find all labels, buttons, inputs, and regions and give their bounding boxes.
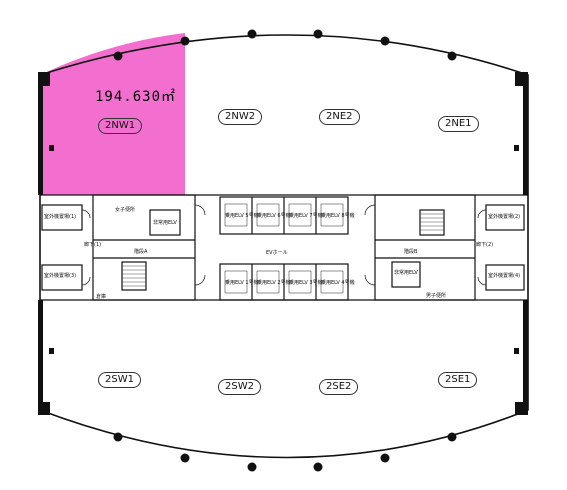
zone-2sw2-label[interactable]: 2SW2 bbox=[218, 379, 261, 395]
elevator-2-label: 乗用ELV 2号機 bbox=[257, 280, 291, 286]
zone-2ne1-label[interactable]: 2NE1 bbox=[438, 116, 479, 132]
stair-a-label: 階段A bbox=[134, 249, 148, 255]
mens-wc-label: 男子便所 bbox=[426, 293, 447, 299]
area-size-label: 194.630㎡ bbox=[95, 89, 177, 105]
ev-hall-label: EVホール bbox=[266, 250, 288, 256]
elevator-8-label: 乗用ELV 8号機 bbox=[321, 213, 355, 219]
outdoor-unit-4-label: 室外機置場(4) bbox=[488, 273, 521, 279]
stair-b-label: 階段B bbox=[404, 249, 418, 255]
storage-label: 倉庫 bbox=[96, 294, 107, 300]
elevator-7-label: 乗用ELV 7号機 bbox=[289, 213, 323, 219]
emergency-ev-2-label: 非常用ELV bbox=[394, 270, 418, 276]
highlighted-area-2nw1[interactable] bbox=[40, 33, 185, 195]
corridor-2-label: 廊下(2) bbox=[476, 242, 494, 248]
elevator-6-label: 乗用ELV 6号機 bbox=[257, 213, 291, 219]
zone-2se2-label[interactable]: 2SE2 bbox=[319, 379, 359, 395]
corridor-1-label: 廊下(1) bbox=[84, 242, 102, 248]
elevator-5-label: 乗用ELV 5号機 bbox=[225, 213, 259, 219]
zone-2nw1-label[interactable]: 2NW1 bbox=[98, 118, 143, 134]
column-dots bbox=[113, 29, 457, 472]
zone-2sw1-label[interactable]: 2SW1 bbox=[98, 372, 141, 388]
outdoor-unit-1-label: 室外機置場(1) bbox=[44, 214, 77, 220]
womens-wc-label: 女子便所 bbox=[115, 207, 136, 213]
zone-2ne2-label[interactable]: 2NE2 bbox=[319, 109, 360, 125]
outdoor-unit-2-label: 室外機置場(2) bbox=[488, 214, 521, 220]
outdoor-unit-3-label: 室外機置場(3) bbox=[44, 273, 77, 279]
zone-2nw2-label[interactable]: 2NW2 bbox=[218, 109, 263, 125]
elevator-3-label: 乗用ELV 3号機 bbox=[289, 280, 323, 286]
zone-2se1-label[interactable]: 2SE1 bbox=[438, 372, 478, 388]
core-walls bbox=[40, 194, 528, 301]
elevator-1-label: 乗用ELV 1号機 bbox=[225, 280, 259, 286]
emergency-ev-1-label: 非常用ELV bbox=[153, 220, 177, 226]
elevator-4-label: 乗用ELV 4号機 bbox=[321, 280, 355, 286]
